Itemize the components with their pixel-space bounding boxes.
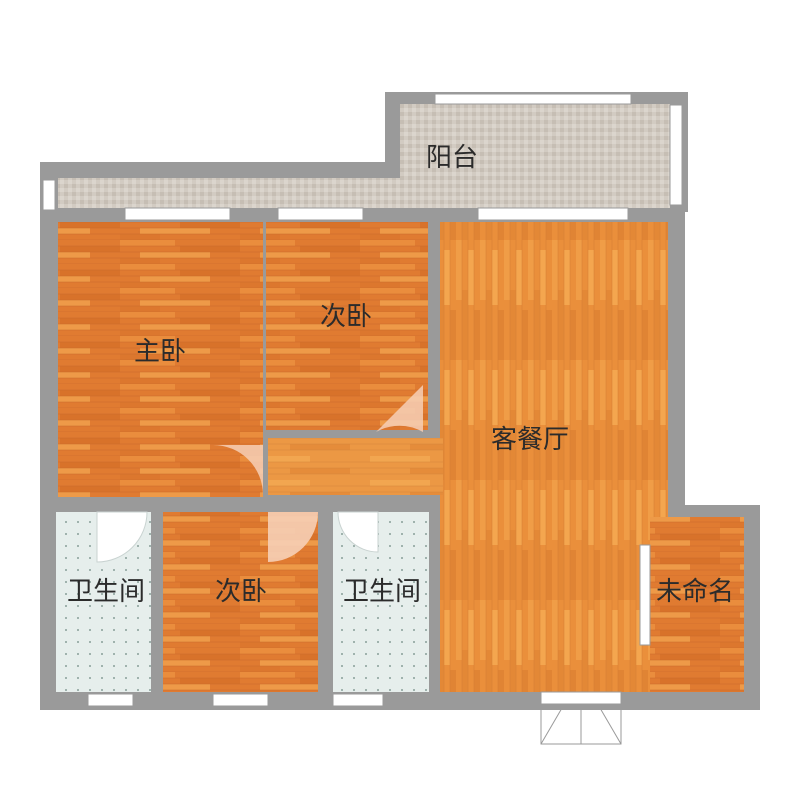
- living-dining-floor: [268, 222, 668, 692]
- entrance-door: [540, 703, 622, 745]
- label-bathroom-left: 卫生间: [67, 577, 145, 607]
- door-swing-master: [213, 445, 263, 495]
- balcony-room: [58, 104, 670, 208]
- door-swing-second-top: [376, 385, 423, 432]
- label-bathroom-right: 卫生间: [343, 577, 421, 607]
- label-balcony: 阳台: [426, 143, 478, 173]
- unnamed-room-floor: [650, 517, 744, 692]
- windows: [42, 93, 683, 707]
- label-second-bedroom-top: 次卧: [320, 302, 372, 332]
- bathroom-right-floor: [333, 512, 429, 692]
- master-bedroom-floor: [58, 222, 263, 497]
- label-living-dining: 客餐厅: [491, 425, 569, 455]
- room-labels: 阳台 主卧 次卧 客餐厅 卫生间 次卧 卫生间 未命名: [67, 143, 734, 607]
- label-second-bedroom-bottom: 次卧: [215, 577, 267, 607]
- label-unnamed: 未命名: [656, 577, 734, 607]
- door-swings: [96, 385, 423, 563]
- door-swing-bathroom-left: [96, 511, 148, 563]
- door-swing-second-bottom: [268, 512, 318, 562]
- label-master-bedroom: 主卧: [134, 337, 186, 367]
- door-swing-bathroom-right: [337, 511, 379, 553]
- second-bedroom-top-floor: [266, 222, 428, 430]
